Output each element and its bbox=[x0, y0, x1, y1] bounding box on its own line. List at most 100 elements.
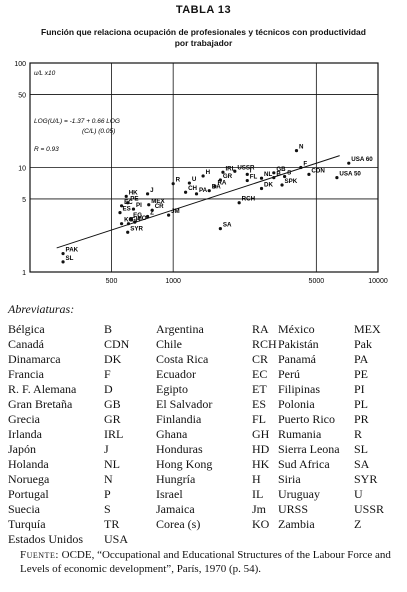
country-code: U bbox=[354, 487, 363, 501]
point-label: CH bbox=[188, 185, 197, 192]
y-tick-label: 5 bbox=[22, 197, 26, 204]
point-label: GB bbox=[276, 166, 286, 173]
subtitle-line-2: por trabajador bbox=[174, 38, 233, 48]
x-tick-label: 5000 bbox=[309, 278, 325, 285]
country-code: USSR bbox=[354, 502, 385, 516]
point-label: CDN bbox=[311, 167, 325, 174]
data-point bbox=[207, 189, 211, 193]
data-point bbox=[213, 184, 217, 188]
country-code: CR bbox=[252, 352, 269, 366]
point-label: I bbox=[250, 167, 252, 174]
point-label: KO bbox=[124, 217, 133, 224]
country-name: Jamaica bbox=[156, 502, 195, 516]
country-name: Bélgica bbox=[8, 322, 45, 336]
country-name: Turquía bbox=[8, 517, 46, 531]
point-label: J bbox=[150, 187, 154, 194]
data-point bbox=[237, 201, 241, 205]
country-name: Gran Bretaña bbox=[8, 397, 73, 411]
point-label: JM bbox=[171, 208, 180, 215]
regression-line bbox=[56, 155, 340, 249]
x-tick-label: 10000 bbox=[368, 278, 388, 285]
country-code: ET bbox=[252, 382, 267, 396]
point-label: GH bbox=[131, 217, 141, 224]
country-code: HK bbox=[252, 457, 270, 471]
data-point bbox=[133, 220, 137, 224]
data-point bbox=[145, 214, 150, 219]
country-name: El Salvador bbox=[156, 397, 213, 411]
point-label: SL bbox=[66, 255, 74, 262]
data-point bbox=[259, 176, 264, 180]
point-label: PE bbox=[130, 196, 138, 203]
data-point bbox=[218, 178, 222, 182]
country-code: EC bbox=[252, 367, 268, 381]
country-name: Chile bbox=[156, 337, 182, 351]
country-name: Estados Unidos bbox=[8, 532, 83, 546]
country-code: CDN bbox=[104, 337, 130, 351]
point-label: F bbox=[303, 161, 307, 168]
country-name: Hungría bbox=[156, 472, 196, 486]
x-tick-label: 1000 bbox=[165, 278, 181, 285]
point-label: HO bbox=[137, 215, 146, 222]
data-point bbox=[245, 178, 249, 183]
country-name: R. F. Alemana bbox=[8, 382, 77, 396]
data-point bbox=[272, 171, 276, 175]
data-point bbox=[184, 190, 188, 194]
source-text: OCDE, “Occupational and Educational Stru… bbox=[20, 549, 391, 575]
data-point bbox=[150, 208, 154, 212]
data-point bbox=[126, 222, 131, 226]
point-label: SPK bbox=[285, 178, 298, 185]
point-label: GR bbox=[223, 173, 233, 180]
data-point bbox=[126, 230, 130, 234]
country-code: J bbox=[104, 442, 109, 456]
subtitle-line-1: Función que relaciona ocupación de profe… bbox=[41, 27, 366, 37]
y-tick-label: 10 bbox=[18, 166, 26, 173]
country-name: URSS bbox=[278, 502, 309, 516]
data-point bbox=[307, 172, 311, 176]
country-name: Zambia bbox=[278, 517, 315, 531]
country-code: PR bbox=[354, 412, 369, 426]
data-point bbox=[218, 227, 222, 231]
point-label: NL bbox=[264, 171, 272, 178]
point-label: S bbox=[287, 170, 291, 177]
country-code: N bbox=[104, 472, 113, 486]
point-label: RCH bbox=[242, 196, 256, 203]
point-label: DK bbox=[264, 181, 273, 188]
country-code: GB bbox=[104, 397, 121, 411]
point-label: N bbox=[299, 144, 304, 151]
point-label: USA 50 bbox=[339, 171, 361, 178]
country-name: Noruega bbox=[8, 472, 50, 486]
point-label: BA bbox=[212, 184, 221, 191]
data-point bbox=[245, 172, 249, 176]
country-code: F bbox=[104, 367, 111, 381]
chart-subtitle: Función que relaciona ocupación de profe… bbox=[0, 27, 407, 49]
country-name: Irlanda bbox=[8, 427, 42, 441]
country-code: RCH bbox=[252, 337, 277, 351]
point-label: U bbox=[192, 176, 197, 183]
country-code: IRL bbox=[104, 427, 124, 441]
y-axis-label: u/L x10 bbox=[34, 70, 56, 77]
country-code: PL bbox=[354, 397, 369, 411]
country-code: PI bbox=[354, 382, 365, 396]
data-point bbox=[171, 182, 175, 186]
point-label: R bbox=[176, 177, 181, 184]
data-point bbox=[61, 251, 65, 256]
data-point bbox=[280, 183, 284, 187]
data-point bbox=[118, 211, 122, 215]
point-label: HK bbox=[129, 189, 138, 196]
data-point bbox=[299, 165, 303, 170]
country-code: PA bbox=[354, 352, 369, 366]
country-name: Sud Africa bbox=[278, 457, 330, 471]
x-tick-label: 500 bbox=[106, 278, 118, 285]
data-point bbox=[233, 169, 237, 173]
data-point bbox=[187, 181, 191, 185]
country-code: Z bbox=[354, 517, 362, 531]
country-code: SA bbox=[354, 457, 370, 471]
point-label: IRL bbox=[225, 165, 235, 172]
data-point bbox=[259, 186, 264, 191]
data-point bbox=[119, 204, 124, 208]
country-code: DK bbox=[104, 352, 122, 366]
data-point bbox=[61, 260, 65, 264]
country-name: Japón bbox=[8, 442, 36, 456]
r-value-label: R = 0.93 bbox=[34, 146, 59, 153]
country-code: NL bbox=[104, 457, 120, 471]
